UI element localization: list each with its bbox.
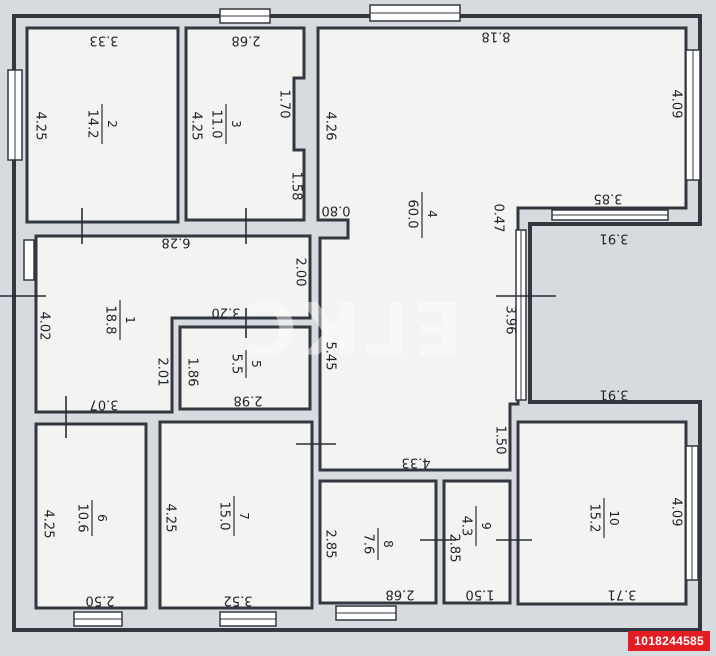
dim-room9-bottom: 1.50 — [465, 586, 495, 602]
dim-room3-top: 2.68 — [231, 32, 261, 48]
dim-room4-e: 3.91 — [599, 386, 629, 402]
dim-room4-step: 3.85 — [593, 190, 623, 206]
room-1-number: 1 — [123, 316, 137, 324]
room-8-number: 8 — [381, 540, 395, 548]
room-7-area: 15.0 — [216, 501, 232, 531]
dim-room8-side: 2.85 — [322, 529, 338, 559]
dim-room1-left: 4.02 — [36, 311, 52, 341]
dim-room2-side: 4.25 — [32, 111, 48, 141]
dim-room8-bottom: 2.68 — [385, 586, 415, 602]
room-3-outline — [184, 26, 306, 222]
room-4-number: 4 — [425, 210, 439, 218]
dim-room4-bottom: 4.33 — [401, 454, 431, 470]
dim-room4-left: 4.26 — [322, 111, 338, 141]
watermark: ЕГКС — [240, 285, 463, 369]
dim-room5-side: 1.86 — [184, 357, 200, 387]
dim-room5-bottom: 2.98 — [233, 392, 263, 408]
dim-room1-b: 3.20 — [211, 304, 241, 320]
dim-room7-side: 4.25 — [162, 503, 178, 533]
dim-room1-top: 6.28 — [161, 234, 191, 250]
dim-room6-bottom: 2.50 — [85, 592, 115, 608]
room-5-number: 5 — [249, 360, 263, 368]
room-6-outline — [34, 422, 148, 610]
room-outlines — [25, 26, 688, 610]
room-7-number: 7 — [237, 512, 251, 520]
dim-room3-b: 1.58 — [288, 171, 304, 201]
dim-room4-b: 0.47 — [490, 203, 506, 233]
room-label-dividers — [91, 104, 605, 560]
room-3-area: 11.0 — [208, 109, 224, 139]
room-6-area: 10.6 — [74, 503, 90, 533]
dim-room4-top: 8.18 — [481, 28, 511, 44]
dim-room7-bottom: 3.52 — [223, 592, 253, 608]
dim-room4-g: 5.45 — [322, 341, 338, 371]
dim-room10-bottom: 3.71 — [607, 586, 637, 602]
window-glazing — [14, 12, 694, 620]
room-9-outline — [442, 479, 512, 605]
dim-room4-c: 3.91 — [599, 230, 629, 246]
dim-room6-side: 4.25 — [40, 509, 56, 539]
room-3-number: 3 — [229, 120, 243, 128]
room-10-area: 15.2 — [586, 503, 602, 533]
room-10-outline — [516, 420, 688, 606]
window-left-2 — [23, 239, 35, 281]
dim-room3-side: 4.25 — [188, 111, 204, 141]
dim-room10-side: 4.09 — [668, 497, 684, 527]
room-1-area: 18.8 — [102, 305, 118, 335]
room-2-area: 14.2 — [84, 109, 100, 139]
dim-room3-a: 1.70 — [276, 89, 292, 119]
dim-room1-a: 2.00 — [292, 257, 308, 287]
door-markers — [0, 208, 556, 541]
room-6-number: 6 — [95, 514, 109, 522]
room-5-outline — [178, 325, 312, 411]
room-7-outline — [158, 420, 314, 610]
dim-room1-bottom: 3.07 — [89, 396, 119, 412]
room-2-number: 2 — [105, 120, 119, 128]
room-9-number: 9 — [479, 522, 493, 530]
dim-room4-right: 4.09 — [668, 89, 684, 119]
room-8-area: 7.6 — [360, 533, 376, 555]
room-4-area: 60.0 — [404, 199, 420, 229]
dim-room9-side: 2.85 — [446, 533, 462, 563]
room-1-outline — [34, 234, 312, 414]
dim-room4-a: 0.80 — [321, 202, 351, 218]
room-5-area: 5.5 — [228, 353, 244, 375]
dim-room4-f: 1.50 — [492, 425, 508, 455]
listing-id-badge: 1018244585 — [628, 631, 710, 651]
dim-room4-d: 3.96 — [502, 305, 518, 335]
room-10-number: 10 — [607, 510, 621, 526]
dim-room1-c: 2.01 — [154, 357, 170, 387]
room-4-outline — [316, 26, 688, 472]
dim-room2-top: 3.33 — [89, 32, 119, 48]
